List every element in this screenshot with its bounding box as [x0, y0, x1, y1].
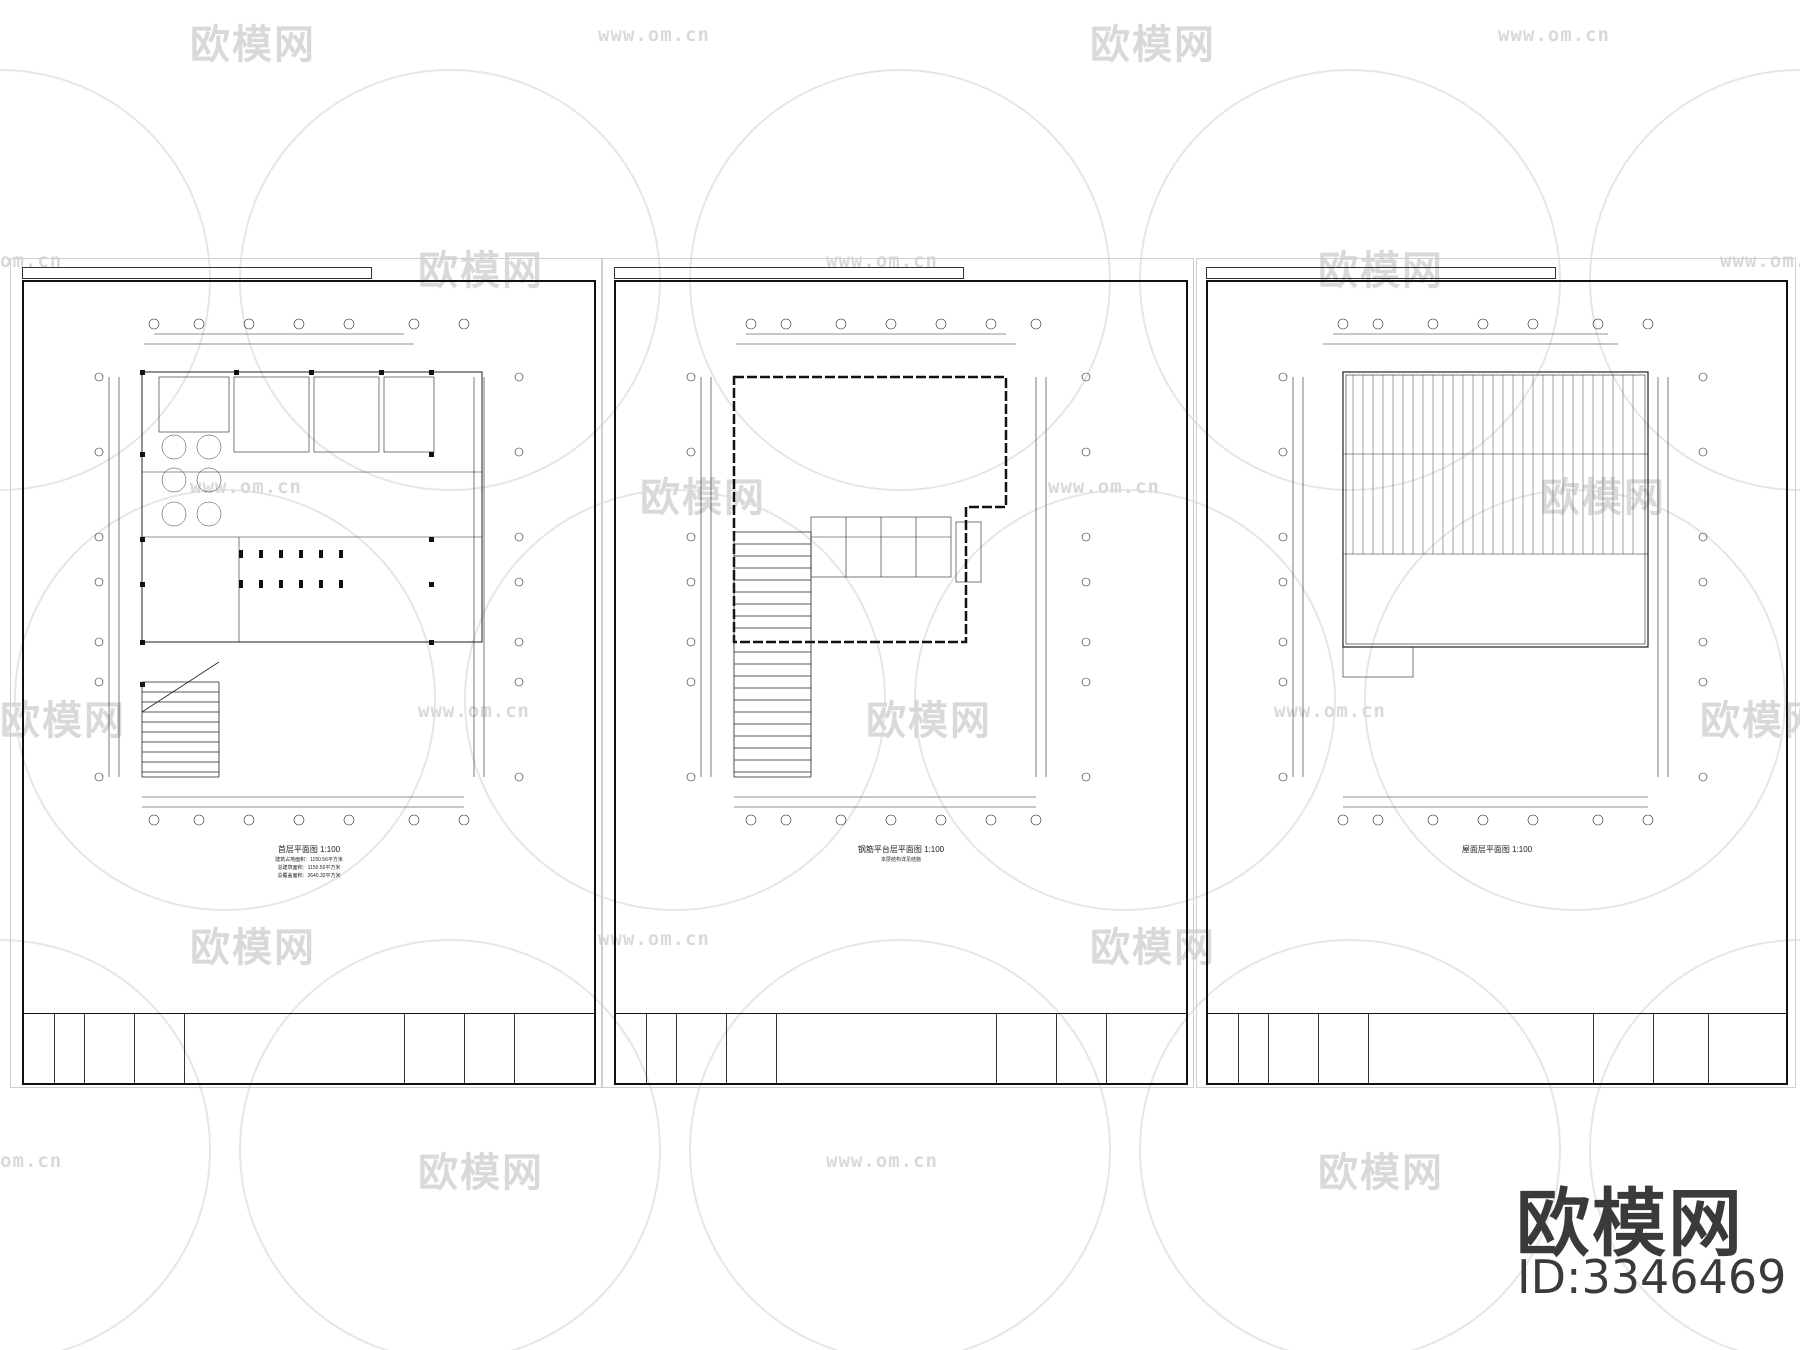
structural-columns [140, 370, 434, 687]
sheet-scale: 1:100 [320, 845, 341, 854]
platform-outline [732, 375, 1008, 644]
sheet-note: 总建筑面积：1150.56平方米 [277, 865, 341, 871]
round-tables [161, 434, 222, 527]
title-block-1 [24, 1013, 594, 1083]
grid-axis-bottom [1337, 796, 1654, 826]
title-block-3 [1208, 1013, 1786, 1083]
sheet-header-strip-3 [1206, 267, 1556, 279]
sheet-note: 本层结构详见结施 [880, 857, 921, 863]
drawing-sheet-platform-floor: 钢筋平台层平面图 1:100 本层结构详见结施 [614, 280, 1188, 1085]
watermark-brand: 欧模网 [190, 22, 316, 68]
watermark-url: www.om.cn [598, 24, 710, 46]
sheet-title: 首层平面图 [277, 845, 318, 854]
watermark-brand: 欧模网 [1090, 22, 1216, 68]
drawing-sheet-roof: 屋面层平面图 1:100 [1206, 280, 1788, 1085]
entrance-stair [141, 661, 220, 778]
sheet-header-strip-1 [22, 267, 372, 279]
sheet-title-block-3: 屋面层平面图 1:100 [1208, 844, 1786, 856]
watermark-brand: 欧模网 [1318, 1150, 1444, 1196]
watermark-url: www.om.cn [826, 1150, 938, 1172]
sheet-frame-2 [602, 258, 1194, 1088]
ground-floor-plan [94, 318, 524, 826]
watermark-brand: 欧模网 [418, 1150, 544, 1196]
drawing-sheet-ground-floor: 首层平面图 1:100 建筑占地面积：1150.56平方米 总建筑面积：1150… [22, 280, 596, 1085]
sheet-scale: 1:100 [1512, 845, 1533, 854]
platform-stair [733, 531, 812, 778]
grid-axis-bottom [142, 796, 470, 826]
platform-floor-plan [686, 318, 1091, 826]
sheet-title: 钢筋平台层平面图 [857, 845, 922, 854]
sheet-title-block-1: 首层平面图 1:100 建筑占地面积：1150.56平方米 总建筑面积：1150… [24, 844, 594, 880]
sheet-note: 建筑占地面积：1150.56平方米 [275, 857, 343, 863]
resource-id: ID:3346469 [1517, 1250, 1787, 1304]
sheet-title-block-2: 钢筋平台层平面图 1:100 本层结构详见结施 [616, 844, 1186, 864]
sheet-title: 屋面层平面图 [1461, 845, 1510, 854]
roof-plan [1278, 318, 1708, 826]
grid-axis-top [144, 318, 470, 345]
brand-logo-text: 欧模网 [1516, 1181, 1744, 1267]
sheet-scale: 1:100 [924, 845, 945, 854]
sheet-header-strip-2 [614, 267, 964, 279]
sheet-frame-3 [1196, 258, 1796, 1088]
watermark-url: www.om.cn [1498, 24, 1610, 46]
watermark-url: om.cn [0, 1150, 63, 1172]
roof-slats [1352, 375, 1634, 554]
title-block-2 [616, 1013, 1186, 1083]
sheet-note: 总覆盖面积：2640.32平方米 [277, 873, 341, 879]
grid-axis-bottom [734, 796, 1042, 826]
sheet-frame-1 [10, 258, 602, 1088]
